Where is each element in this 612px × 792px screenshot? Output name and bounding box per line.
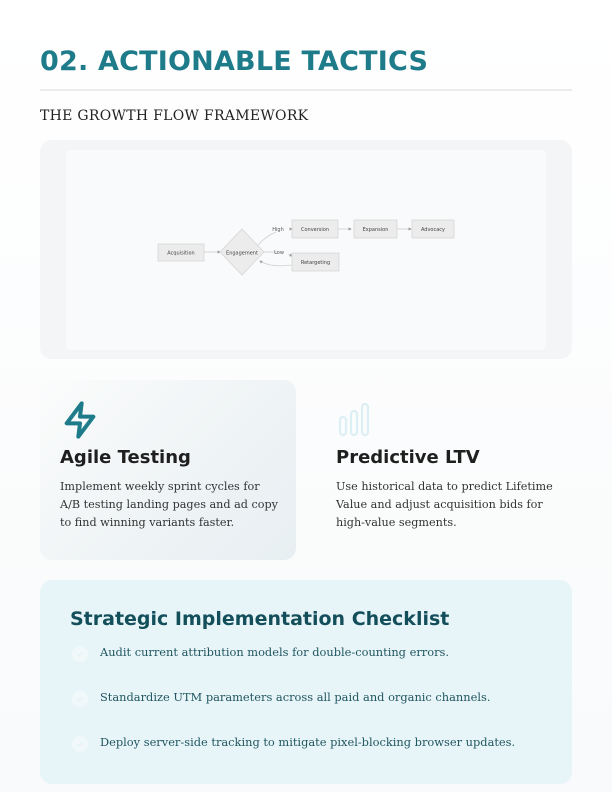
svg-text:Retargeting: Retargeting xyxy=(301,260,330,266)
svg-text:Acquisition: Acquisition xyxy=(167,251,194,257)
section-subtitle: THE GROWTH FLOW FRAMEWORK xyxy=(40,108,309,124)
checklist-item-text: Standardize UTM parameters across all pa… xyxy=(100,690,491,704)
title-divider xyxy=(40,89,572,91)
checkbox[interactable] xyxy=(72,646,88,662)
flow-edges xyxy=(204,227,412,267)
edge-label-high: High xyxy=(272,227,284,233)
page-title: 02. ACTIONABLE TACTICS xyxy=(40,46,429,77)
card-body: Implement weekly sprint cycles for A/B t… xyxy=(60,480,278,529)
lightning-bolt-icon xyxy=(60,400,100,444)
checklist-item: Standardize UTM parameters across all pa… xyxy=(70,689,550,709)
card-title: Agile Testing xyxy=(60,447,191,468)
svg-text:Expansion: Expansion xyxy=(363,227,389,233)
checklist-item-text: Audit current attribution models for dou… xyxy=(100,645,449,659)
checklist-title: Strategic Implementation Checklist xyxy=(70,608,450,630)
card-body: Use historical data to predict Lifetime … xyxy=(336,480,553,529)
check-icon xyxy=(76,651,84,657)
checkbox[interactable] xyxy=(72,736,88,752)
diagram-container: Acquisition Engagement Conversion Expans… xyxy=(40,140,572,359)
node-engagement: Engagement xyxy=(219,228,265,276)
edge-label-low: Low xyxy=(274,250,284,256)
node-retargeting: Retargeting xyxy=(291,252,340,272)
check-icon xyxy=(76,696,84,702)
svg-text:Conversion: Conversion xyxy=(301,227,329,233)
checklist-item-text: Deploy server-side tracking to mitigate … xyxy=(100,735,516,749)
svg-text:Engagement: Engagement xyxy=(226,251,258,257)
node-conversion: Conversion xyxy=(291,219,339,239)
checklist-item: Deploy server-side tracking to mitigate … xyxy=(70,734,550,754)
check-icon xyxy=(76,741,84,747)
card-predictive-ltv: Predictive LTV Use historical data to pr… xyxy=(316,380,572,560)
svg-text:Advocacy: Advocacy xyxy=(421,227,445,233)
checkbox[interactable] xyxy=(72,691,88,707)
card-agile-testing: Agile Testing Implement weekly sprint cy… xyxy=(40,380,296,560)
node-expansion: Expansion xyxy=(353,219,398,239)
card-title: Predictive LTV xyxy=(336,447,480,468)
bar-chart-icon xyxy=(336,400,376,444)
checklist-item: Audit current attribution models for dou… xyxy=(70,644,550,664)
node-acquisition: Acquisition xyxy=(157,243,205,262)
flowchart: Acquisition Engagement Conversion Expans… xyxy=(66,150,546,350)
implementation-checklist: Strategic Implementation Checklist Audit… xyxy=(40,580,572,784)
node-advocacy: Advocacy xyxy=(411,219,455,239)
